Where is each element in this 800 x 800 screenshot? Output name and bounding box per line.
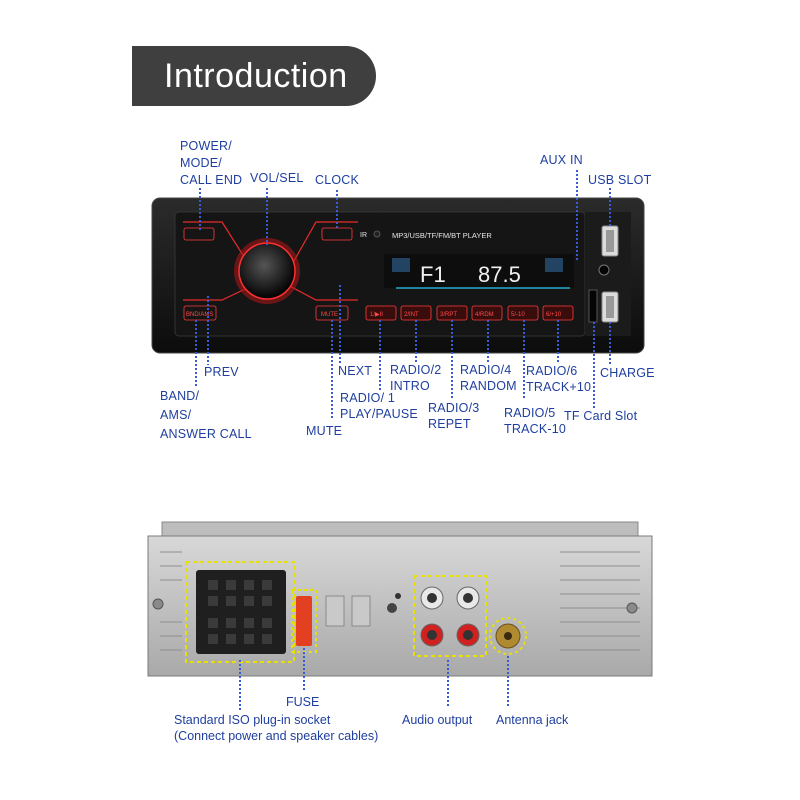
iso-pins <box>208 580 272 644</box>
front-callout-lines <box>195 170 611 420</box>
label-radio1-b: PLAY/PAUSE <box>340 407 418 421</box>
band-button-label: BND/AMS <box>186 312 213 318</box>
label-next: NEXT <box>338 364 373 378</box>
label-aux-in: AUX IN <box>540 153 583 167</box>
label-antenna-jack: Antenna jack <box>496 713 569 727</box>
svg-text:6/+10: 6/+10 <box>546 312 562 318</box>
label-mode: MODE/ <box>180 156 222 170</box>
label-answer-call: ANSWER CALL <box>160 427 252 441</box>
ir-text: IR <box>360 232 367 239</box>
label-radio2-b: INTRO <box>390 379 430 393</box>
svg-text:4/RDM: 4/RDM <box>475 312 494 318</box>
ir-sensor <box>373 230 381 238</box>
label-tf-card: TF Card Slot <box>564 409 638 423</box>
label-prev: PREV <box>204 365 239 379</box>
label-radio6-b: TRACK+10 <box>526 380 592 394</box>
label-clock: CLOCK <box>315 173 360 187</box>
label-charge: CHARGE <box>600 366 655 380</box>
label-radio2-a: RADIO/2 <box>390 363 442 377</box>
label-radio4-a: RADIO/4 <box>460 363 512 377</box>
label-call-end: CALL END <box>180 173 243 187</box>
page-title: Introduction <box>164 56 348 95</box>
antenna-callout <box>489 617 527 655</box>
label-radio1-a: RADIO/ 1 <box>340 391 396 405</box>
label-vol-sel: VOL/SEL <box>250 171 304 185</box>
label-iso-a: Standard ISO plug-in socket <box>174 713 331 727</box>
iso-socket <box>196 570 286 654</box>
label-radio5-b: TRACK-10 <box>504 422 567 436</box>
label-audio-output: Audio output <box>402 713 473 727</box>
tf-slot <box>588 289 598 323</box>
label-power: POWER/ <box>180 139 232 153</box>
label-iso-b: (Connect power and speaker cables) <box>174 729 379 743</box>
rear-callout-lines <box>239 648 509 712</box>
preset-buttons: 1/▶II 2/INT 3/RPT 4/RDM 5/-10 6/+10 <box>365 305 574 321</box>
label-usb-slot: USB SLOT <box>588 173 652 187</box>
svg-text:5/-10: 5/-10 <box>511 312 525 318</box>
label-band: BAND/ <box>160 389 200 403</box>
lcd-frequency: 87.5 <box>478 262 521 287</box>
aux-jack <box>598 264 610 276</box>
svg-text:2/INT: 2/INT <box>404 312 419 318</box>
label-radio4-b: RANDOM <box>460 379 517 393</box>
mute-button-label: MUTE <box>321 312 338 318</box>
label-radio6-a: RADIO/6 <box>526 364 578 378</box>
label-mute: MUTE <box>306 424 343 438</box>
volume-knob <box>238 242 296 300</box>
lcd-band: F1 <box>420 262 446 287</box>
player-text: MP3/USB/TF/FM/BT PLAYER <box>392 231 492 240</box>
band-button <box>183 305 217 321</box>
label-radio5-a: RADIO/5 <box>504 406 556 420</box>
label-fuse: FUSE <box>286 695 320 709</box>
rca-jacks <box>420 586 480 647</box>
svg-text:3/RPT: 3/RPT <box>440 312 457 318</box>
svg-text:1/▶II: 1/▶II <box>370 312 383 318</box>
rear-screw-right <box>626 602 638 614</box>
title-badge: Introduction <box>132 46 376 106</box>
label-radio3-b: REPET <box>428 417 471 431</box>
fuse <box>296 596 312 646</box>
rear-vents <box>160 551 640 651</box>
label-radio3-a: RADIO/3 <box>428 401 480 415</box>
audio-output-callout <box>413 575 487 657</box>
label-ams: AMS/ <box>160 408 192 422</box>
rear-screw-left <box>152 598 164 610</box>
lcd-display <box>384 254 574 288</box>
